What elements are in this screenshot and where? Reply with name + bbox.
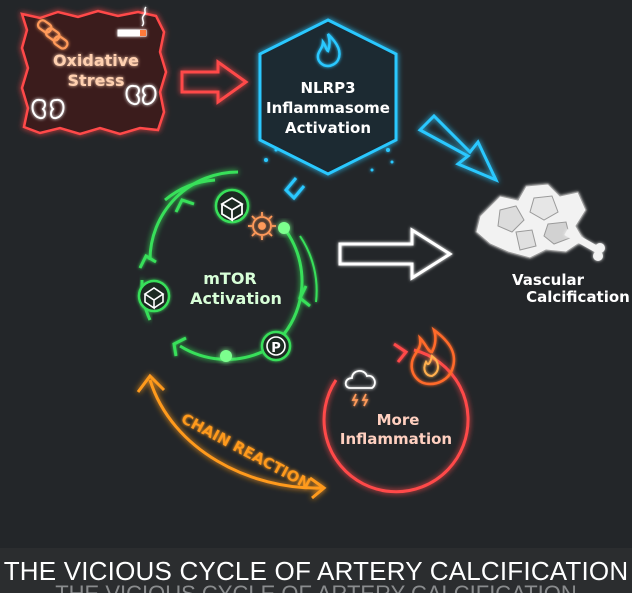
nlrp3-particles	[264, 148, 394, 172]
virus-icon	[248, 212, 276, 240]
cube-icon	[214, 188, 250, 224]
inflammation-ring	[322, 348, 470, 494]
mtor-dot	[220, 350, 232, 362]
oxidative-stress-label-1: Oxidative	[53, 51, 139, 70]
mtor-arrowheads	[138, 198, 311, 357]
nlrp3-label-2: Inflammasome	[266, 99, 390, 117]
oxidative-stress-node: Oxidative Stress	[20, 6, 168, 136]
chain-reaction-head-start	[136, 373, 166, 393]
nlrp3-label-1: NLRP3	[300, 79, 355, 97]
oxidative-stress-label-2: Stress	[68, 71, 125, 90]
kidney-icon	[125, 84, 157, 106]
mtor-ring-bottom	[179, 344, 263, 361]
arrow-mtor-to-vascular	[338, 227, 453, 281]
mtor-label-2: Activation	[190, 289, 282, 308]
chain-reaction-curve	[148, 379, 323, 490]
mtor-label-1: mTOR	[203, 269, 257, 288]
chain-reaction-arrow	[136, 373, 327, 500]
page-title: THE VICIOUS CYCLE OF ARTERY CALCIFICATIO…	[3, 556, 629, 586]
storm-cloud-icon	[344, 370, 376, 407]
arrow-oxidative-to-nlrp3	[180, 59, 249, 105]
fire-icon	[410, 326, 456, 386]
inflammation-ring-arrow	[393, 342, 409, 363]
kidney-icon	[31, 98, 65, 120]
mtor-outer-arc	[299, 235, 318, 303]
title-reflection-text: THE VICIOUS CYCLE OF ARTERY CALCIFICATIO…	[0, 583, 632, 593]
chain-reaction-head-end	[309, 476, 327, 500]
nlrp3-hook	[283, 177, 306, 201]
title-reflection: THE VICIOUS CYCLE OF ARTERY CALCIFICATIO…	[0, 583, 632, 593]
mtor-ring-top	[148, 170, 239, 261]
cycle-diagram: Oxidative Stress NLRP3 Inflammasome Acti…	[20, 6, 630, 500]
inflammation-node: More Inflammation	[322, 326, 470, 494]
flame-icon	[316, 33, 341, 68]
rock-icon	[475, 183, 587, 259]
mtor-ring-right	[273, 227, 304, 346]
vascular-label-2: Calcification	[526, 288, 630, 306]
phosphate-badge: P	[260, 330, 292, 362]
nlrp3-hexagon	[258, 18, 398, 176]
inflammation-label-2: Inflammation	[340, 430, 452, 448]
chain-reaction-label: CHAIN REACTION	[178, 410, 314, 494]
nlrp3-node: NLRP3 Inflammasome Activation	[258, 18, 398, 201]
mtor-dot	[278, 222, 290, 234]
bone-icon	[564, 228, 605, 261]
mtor-ring-arc	[164, 178, 216, 202]
phosphate-label: P	[271, 341, 281, 356]
title-banner	[0, 548, 632, 593]
arrow-nlrp3-to-vascular	[417, 113, 500, 183]
cube-icon	[137, 279, 171, 313]
mtor-node: P mTOR Activation	[137, 170, 318, 362]
vascular-label-1: Vascular	[512, 271, 585, 289]
vascular-calcification-node: Vascular Calcification	[475, 183, 630, 306]
cigarette-icon	[117, 6, 147, 37]
inflammation-label-1: More	[377, 411, 420, 429]
nlrp3-label-3: Activation	[285, 119, 371, 137]
chain-icon	[36, 19, 69, 50]
